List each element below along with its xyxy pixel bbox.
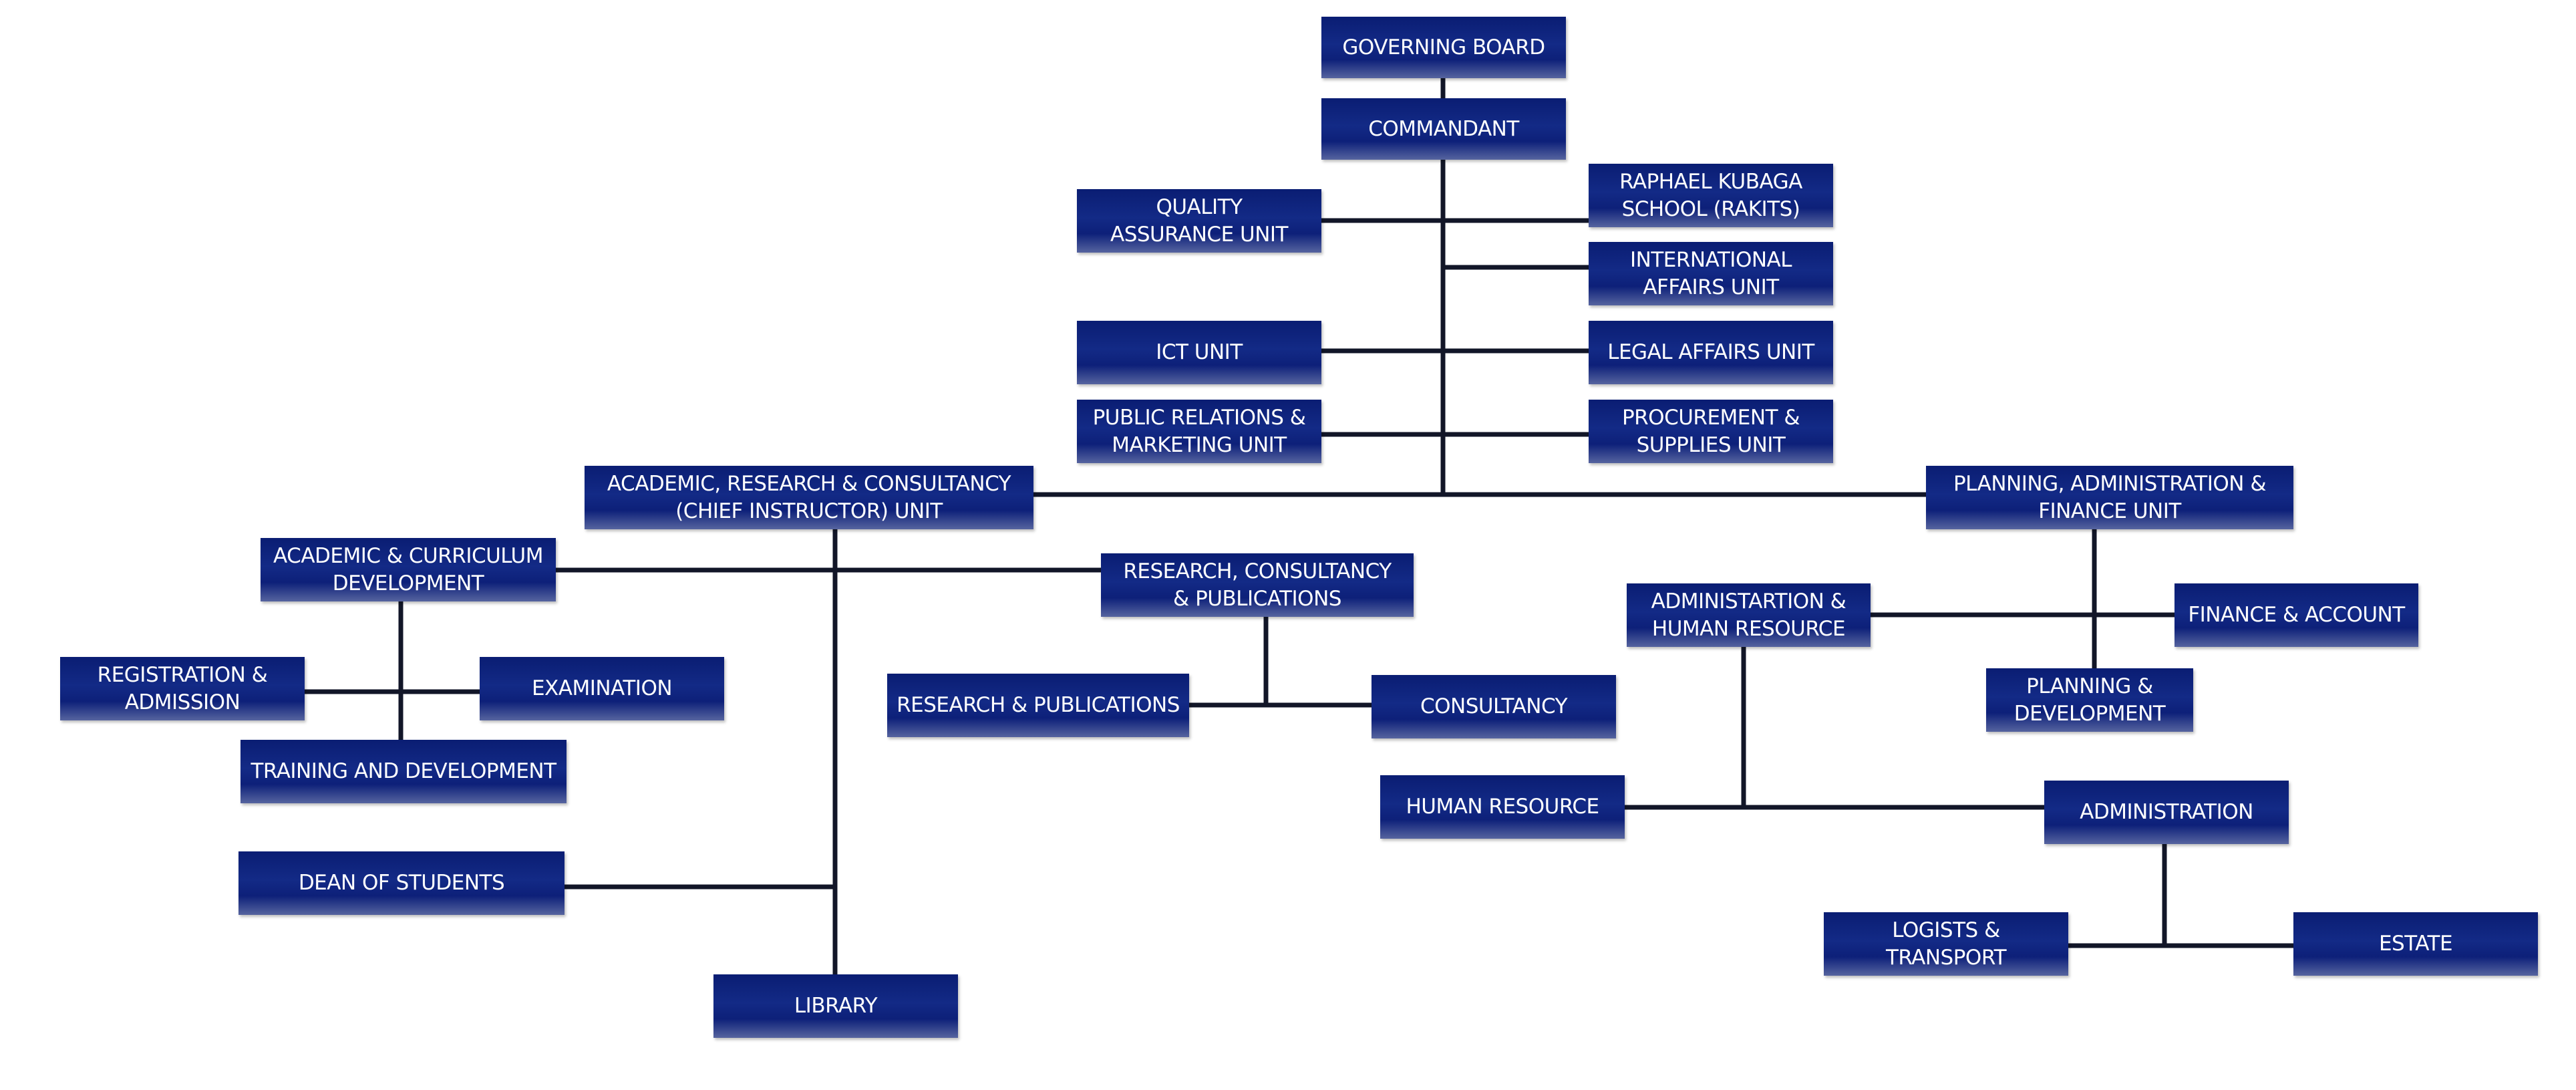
administration-label: ADMINISTRATION	[2080, 800, 2253, 825]
training-development-box[interactable]: TRAINING AND DEVELOPMENT	[240, 740, 567, 803]
logists-transport-label: LOGISTS & TRANSPORT	[1885, 918, 2007, 970]
consultancy-label: CONSULTANCY	[1420, 694, 1568, 719]
admin-human-resource-box[interactable]: ADMINISTARTION & HUMAN RESOURCE	[1627, 583, 1871, 647]
examination-label: EXAMINATION	[531, 676, 673, 701]
ict-unit-box[interactable]: ICT UNIT	[1077, 321, 1321, 384]
legal-affairs-box[interactable]: LEGAL AFFAIRS UNIT	[1589, 321, 1833, 384]
library-box[interactable]: LIBRARY	[713, 974, 958, 1038]
legal-affairs-label: LEGAL AFFAIRS UNIT	[1607, 340, 1814, 365]
academic-curriculum-box[interactable]: ACADEMIC & CURRICULUM DEVELOPMENT	[261, 538, 556, 601]
human-resource-box[interactable]: HUMAN RESOURCE	[1380, 775, 1625, 839]
research-publications-label: RESEARCH & PUBLICATIONS	[897, 693, 1180, 718]
estate-label: ESTATE	[2378, 932, 2453, 956]
procurement-label: PROCUREMENT & SUPPLIES UNIT	[1621, 406, 1800, 457]
planning-development-box[interactable]: PLANNING & DEVELOPMENT	[1986, 668, 2193, 732]
examination-box[interactable]: EXAMINATION	[480, 657, 724, 720]
registration-admission-label: REGISTRATION & ADMISSION	[97, 663, 268, 714]
registration-admission-box[interactable]: REGISTRATION & ADMISSION	[60, 657, 305, 720]
governing-board-label: GOVERNING BOARD	[1342, 35, 1545, 59]
rakits-label: RAPHAEL KUBAGA SCHOOL (RAKITS)	[1619, 170, 1802, 221]
public-relations-label: PUBLIC RELATIONS & MARKETING UNIT	[1092, 406, 1306, 457]
academic-research-unit-box[interactable]: ACADEMIC, RESEARCH & CONSULTANCY (CHIEF …	[585, 466, 1033, 529]
research-consultancy-publications-label: RESEARCH, CONSULTANCY & PUBLICATIONS	[1123, 559, 1392, 611]
planning-admin-finance-box[interactable]: PLANNING, ADMINISTRATION & FINANCE UNIT	[1926, 466, 2293, 529]
admin-human-resource-label: ADMINISTARTION & HUMAN RESOURCE	[1651, 589, 1846, 641]
rakits-box[interactable]: RAPHAEL KUBAGA SCHOOL (RAKITS)	[1589, 164, 1833, 227]
planning-admin-finance-label: PLANNING, ADMINISTRATION & FINANCE UNIT	[1953, 472, 2267, 523]
international-affairs-label: INTERNATIONAL AFFAIRS UNIT	[1629, 248, 1792, 299]
commandant-label: COMMANDANT	[1368, 116, 1519, 141]
governing-board-box[interactable]: GOVERNING BOARD	[1321, 17, 1566, 78]
quality-assurance-box[interactable]: QUALITY ASSURANCE UNIT	[1077, 189, 1321, 253]
academic-curriculum-label: ACADEMIC & CURRICULUM DEVELOPMENT	[273, 544, 543, 595]
procurement-box[interactable]: PROCUREMENT & SUPPLIES UNIT	[1589, 400, 1833, 463]
research-consultancy-publications-box[interactable]: RESEARCH, CONSULTANCY & PUBLICATIONS	[1101, 553, 1414, 617]
finance-account-box[interactable]: FINANCE & ACCOUNT	[2175, 583, 2418, 647]
ict-unit-label: ICT UNIT	[1156, 340, 1243, 365]
planning-development-label: PLANNING & DEVELOPMENT	[2014, 674, 2166, 726]
library-label: LIBRARY	[794, 994, 878, 1018]
public-relations-box[interactable]: PUBLIC RELATIONS & MARKETING UNIT	[1077, 400, 1321, 463]
administration-box[interactable]: ADMINISTRATION	[2044, 781, 2289, 844]
human-resource-label: HUMAN RESOURCE	[1406, 795, 1599, 819]
dean-of-students-label: DEAN OF STUDENTS	[298, 871, 505, 896]
research-publications-box[interactable]: RESEARCH & PUBLICATIONS	[887, 674, 1189, 737]
quality-assurance-label: QUALITY ASSURANCE UNIT	[1110, 195, 1288, 247]
training-development-label: TRAINING AND DEVELOPMENT	[251, 759, 556, 784]
dean-of-students-box[interactable]: DEAN OF STUDENTS	[238, 851, 565, 915]
consultancy-box[interactable]: CONSULTANCY	[1372, 675, 1616, 738]
finance-account-label: FINANCE & ACCOUNT	[2188, 603, 2405, 628]
logists-transport-box[interactable]: LOGISTS & TRANSPORT	[1824, 912, 2068, 976]
commandant-box[interactable]: COMMANDANT	[1321, 98, 1566, 160]
academic-research-unit-label: ACADEMIC, RESEARCH & CONSULTANCY (CHIEF …	[607, 472, 1011, 523]
estate-box[interactable]: ESTATE	[2293, 912, 2538, 976]
international-affairs-box[interactable]: INTERNATIONAL AFFAIRS UNIT	[1589, 242, 1833, 305]
